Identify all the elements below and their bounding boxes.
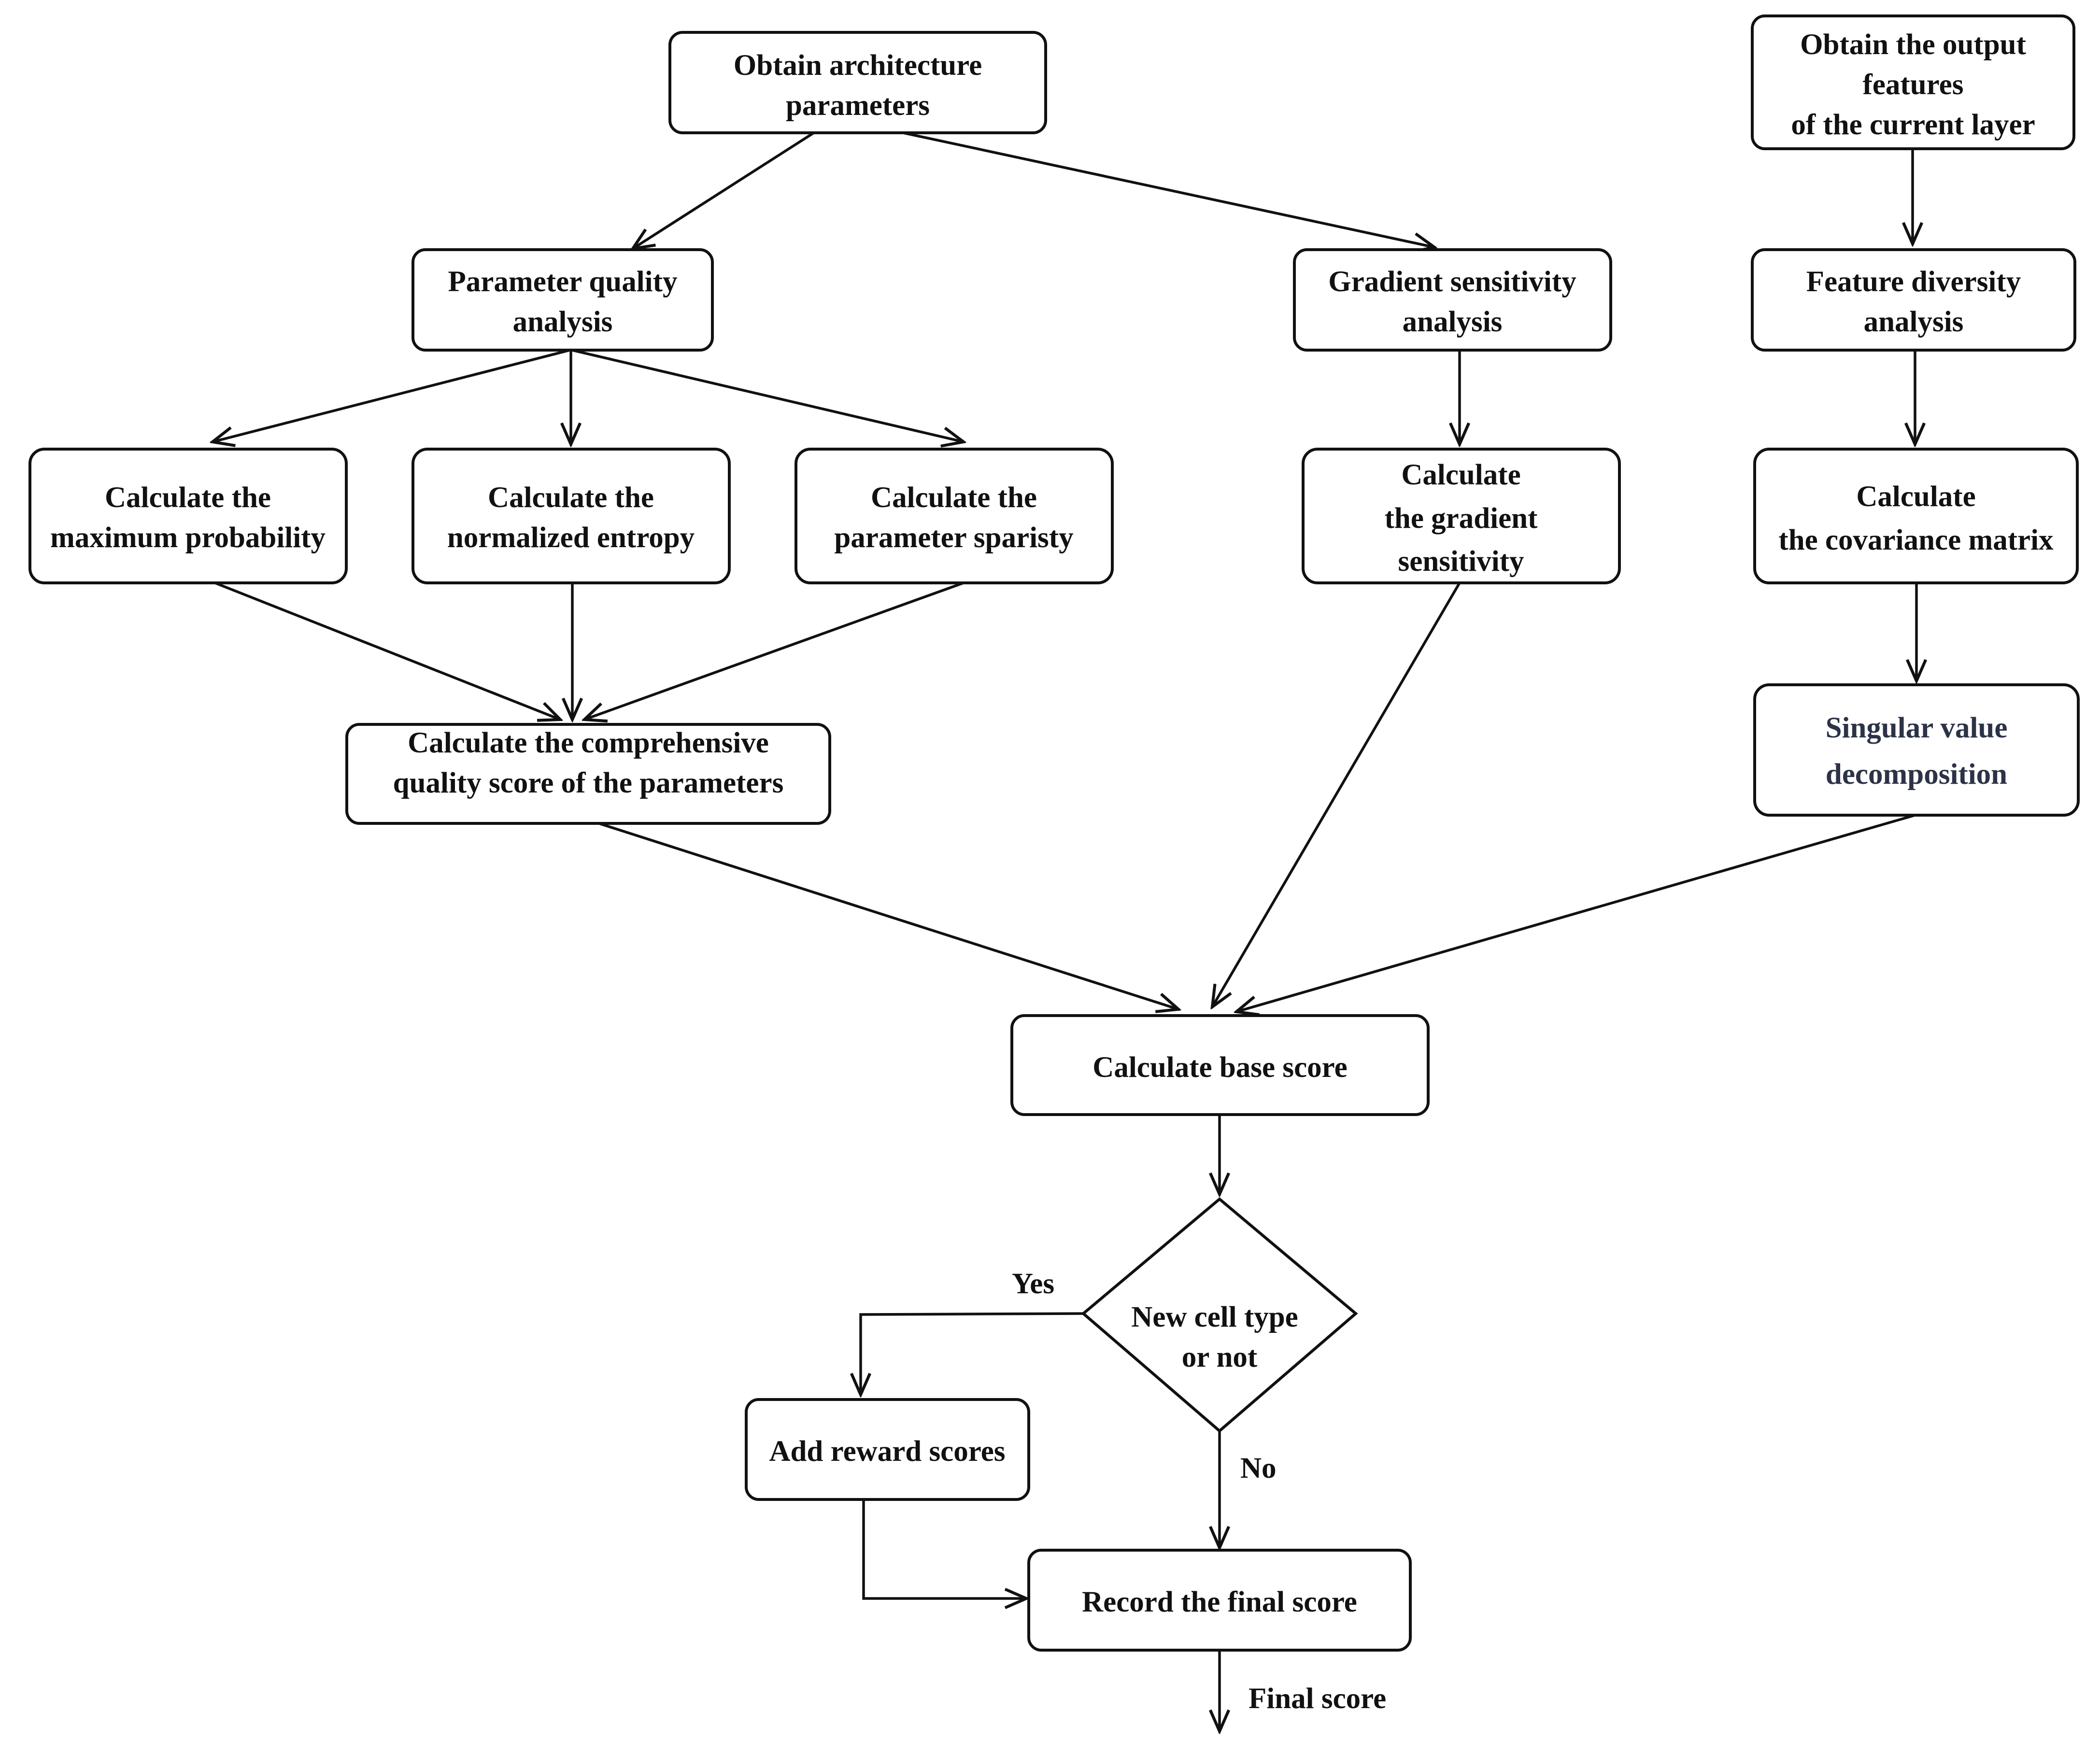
node-label-line: sensitivity — [1398, 545, 1524, 578]
edge-label-yes: Yes — [1012, 1268, 1054, 1300]
node-label-line: Calculate the comprehensive — [408, 727, 769, 759]
node-gradient-sensitivity-analysis: Gradient sensitivity analysis — [1293, 248, 1612, 352]
node-label-line: Calculate the — [488, 481, 654, 514]
node-label-line: Calculate base score — [1093, 1051, 1347, 1084]
edge-reward-to-record — [862, 1499, 1026, 1598]
edge-label-final-score: Final score — [1249, 1682, 1386, 1715]
node-label-line: the covariance matrix — [1778, 524, 2054, 556]
edge-decision-yes-to-reward — [861, 1312, 1084, 1395]
node-label-line: Calculate the — [105, 481, 271, 514]
node-label-line: Parameter quality — [448, 266, 678, 298]
node-feature-diversity-analysis: Feature diversity analysis — [1751, 248, 2076, 352]
node-label-line: quality score of the parameters — [393, 767, 784, 799]
node-label-line: features — [1863, 69, 1964, 101]
node-label-line: normalized entropy — [447, 522, 695, 554]
node-calculate-gradient-sensitivity: Calculate the gradient sensitivity — [1302, 448, 1621, 584]
node-label-line: parameter sparisty — [834, 522, 1073, 554]
node-obtain-architecture-parameters: Obtain architecture parameters — [668, 31, 1047, 134]
node-record-final-score: Record the final score — [1027, 1549, 1412, 1652]
node-label-line: analysis — [513, 306, 613, 338]
node-label-line: Feature diversity — [1806, 266, 2021, 298]
node-label-line: Singular value — [1826, 712, 2008, 744]
node-label-line: Add reward scores — [769, 1435, 1005, 1468]
node-comprehensive-quality-score: Calculate the comprehensive quality scor… — [345, 723, 831, 825]
edge-svd-to-base-score — [1236, 814, 1916, 1012]
node-calculate-normalized-entropy: Calculate the normalized entropy — [411, 448, 731, 584]
edge-param-sparsity-to-comprehensive — [584, 581, 964, 720]
node-singular-value-decomposition: Singular value decomposition — [1753, 683, 2080, 817]
node-calculate-covariance-matrix: Calculate the covariance matrix — [1753, 448, 2079, 584]
node-label-line: New cell type — [1131, 1301, 1298, 1333]
node-calculate-base-score: Calculate base score — [1010, 1014, 1430, 1116]
edge-obtain-arch-to-param-quality — [633, 131, 815, 249]
edge-param-quality-to-param-sparsity — [571, 349, 964, 442]
node-label-line: Obtain the output — [1800, 28, 2026, 61]
node-calculate-parameter-sparsity: Calculate the parameter sparisty — [795, 448, 1114, 584]
edge-obtain-arch-to-gradient-analysis — [903, 131, 1434, 247]
node-label-line: Gradient sensitivity — [1328, 266, 1576, 298]
node-label-line: Obtain architecture — [734, 49, 982, 82]
node-label-line: Calculate — [1856, 481, 1975, 513]
decision-new-cell-type: New cell type or not — [1081, 1197, 1358, 1433]
edge-label-no: No — [1240, 1452, 1277, 1485]
edges — [213, 131, 1916, 1731]
node-label-line: or not — [1182, 1341, 1258, 1373]
edge-max-prob-to-comprehensive — [214, 581, 560, 720]
node-label-line: Calculate the — [871, 481, 1037, 514]
node-label-line: of the current layer — [1791, 109, 2035, 141]
node-label-line: parameters — [786, 89, 930, 122]
node-label-line: analysis — [1403, 306, 1503, 338]
node-label-line: analysis — [1864, 306, 1964, 338]
node-label-line: Record the final score — [1082, 1586, 1357, 1618]
node-label-line: maximum probability — [50, 522, 326, 554]
node-parameter-quality-analysis: Parameter quality analysis — [411, 248, 714, 352]
node-add-reward-scores: Add reward scores — [745, 1398, 1030, 1501]
edge-param-quality-to-max-prob — [213, 349, 570, 442]
edge-grad-sensitivity-to-base-score — [1212, 582, 1461, 1007]
node-label-line: the gradient — [1385, 502, 1538, 535]
node-calculate-maximum-probability: Calculate the maximum probability — [28, 448, 348, 584]
node-label-line: decomposition — [1826, 758, 2007, 791]
node-obtain-output-features: Obtain the output features of the curren… — [1751, 14, 2075, 150]
node-label-line: Calculate — [1401, 459, 1520, 491]
edge-comprehensive-to-base-score — [598, 822, 1178, 1009]
